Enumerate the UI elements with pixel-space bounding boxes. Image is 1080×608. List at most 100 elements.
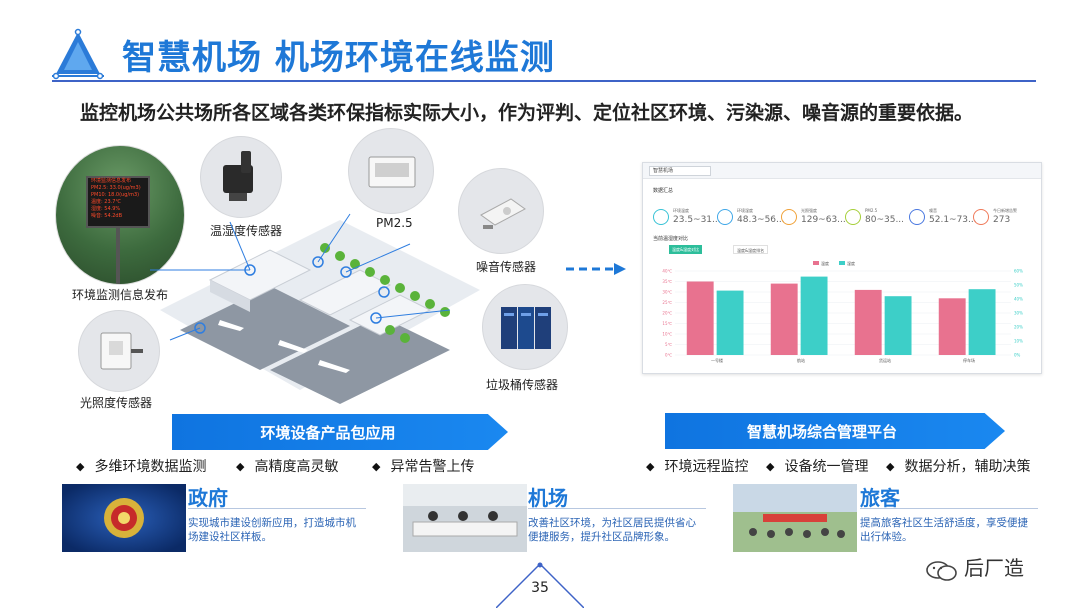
info-board-photo: 环境监测信息发布 PM2.5: 33.0(ug/m3) PM10: 18.0(u… <box>55 145 185 285</box>
y-tick-right: 30% <box>1014 311 1023 316</box>
stat-value: 129~63... <box>801 215 846 225</box>
y-tick-left: 0℃ <box>665 353 673 358</box>
board-line: PM2.5: 33.0(ug/m3) <box>91 185 141 191</box>
bar <box>938 298 966 355</box>
legend-label: 温度 <box>821 260 829 266</box>
bar <box>854 289 882 355</box>
y-tick-right: 20% <box>1014 325 1023 330</box>
stat-card: PM2.5 80~35... <box>845 203 905 237</box>
card-divider <box>860 508 1038 509</box>
card-title-travellers: 旅客 <box>860 486 900 510</box>
alarm-icon <box>973 209 989 225</box>
airport-isometric-illustration <box>150 213 480 404</box>
y-tick-right: 10% <box>1014 339 1023 344</box>
y-tick-left: 25℃ <box>662 300 672 305</box>
y-tick-right: 0% <box>1014 353 1021 358</box>
page-number-triangle-icon <box>496 562 584 608</box>
temp-humidity-label: 温湿度传感器 <box>210 224 283 238</box>
trash-bin-sensor-image <box>482 284 568 370</box>
sensor-box-icon <box>480 198 526 229</box>
bullet-item: ◆多维环境数据监测 <box>76 459 207 475</box>
bullet-item: ◆高精度高灵敏 <box>236 459 339 475</box>
stat-card: 环境湿度 48.3~56... <box>717 203 785 237</box>
board-label: 环境监测信息发布 <box>72 288 169 302</box>
y-tick-right: 60% <box>1014 269 1023 274</box>
bar <box>968 289 996 355</box>
stat-value: 48.3~56... <box>737 215 785 225</box>
trend-heading: 当前温湿度对比 <box>653 236 689 242</box>
flow-arrow-icon <box>566 263 626 275</box>
stat-name: PM2.5 <box>865 208 878 213</box>
x-tick-label: 航站 <box>797 357 805 363</box>
diamond-icon: ◆ <box>766 460 775 473</box>
noise-label: 噪音传感器 <box>476 260 537 274</box>
tab-compare[interactable]: 温度&湿度对比 <box>669 245 703 254</box>
summary-stats: 环境温度 23.5~31... 环境湿度 48.3~56... 光照强度 129… <box>653 203 1035 237</box>
page-number: 35 <box>531 580 549 596</box>
legend-swatch <box>839 261 845 265</box>
y-tick-left: 5℃ <box>665 342 673 347</box>
pm25-label: PM2.5 <box>376 216 413 230</box>
bar <box>686 281 714 355</box>
stat-value: 52.1~73... <box>929 215 977 225</box>
card-title-airport: 机场 <box>528 486 568 510</box>
travellers-photo <box>733 484 857 552</box>
noise-sensor-image <box>458 168 544 254</box>
ribbon-product-package: 环境设备产品包应用 <box>172 414 508 450</box>
platform-dashboard: 智慧机场 数据汇总 环境温度 23.5~31... 环境湿度 48.3~56..… <box>642 162 1042 374</box>
page-subtitle: 监控机场公共场所各区域各类环保指标实际大小，作为评判、定位社区环境、污染源、噪音… <box>80 102 974 124</box>
stat-name: 今日新增告警 <box>993 208 1017 213</box>
stat-name: 环境温度 <box>673 208 689 213</box>
y-tick-right: 40% <box>1014 297 1023 302</box>
card-text-airport: 改善社区环境，为社区居民提供省心便捷服务，提升社区品牌形象。 <box>528 517 696 543</box>
pm25-sensor-image <box>348 128 434 214</box>
trash-bins-icon <box>501 307 551 349</box>
stat-name: 光照强度 <box>801 208 817 213</box>
x-tick-label: 货运站 <box>879 357 891 363</box>
airport-service-photo <box>403 484 527 552</box>
y-tick-left: 30℃ <box>662 290 672 295</box>
y-tick-left: 35℃ <box>662 279 672 284</box>
board-line: PM10: 18.0(ug/m3) <box>91 192 140 198</box>
watermark-text: 后厂造 <box>964 556 1024 580</box>
logo-triangle-icon <box>52 28 104 80</box>
board-line: 环境监测信息发布 <box>91 178 132 184</box>
sun-icon <box>781 209 797 225</box>
light-label: 光照度传感器 <box>80 396 153 410</box>
card-divider <box>188 508 366 509</box>
site-select[interactable]: 智慧机场 <box>649 166 711 176</box>
stat-value: 80~35... <box>865 215 905 225</box>
sensor-box-icon <box>100 332 143 370</box>
diamond-icon: ◆ <box>886 460 895 473</box>
ribbon-platform: 智慧机场综合管理平台 <box>665 413 1005 449</box>
tab-rank[interactable]: 温度&湿度排名 <box>733 245 769 254</box>
bullet-item: ◆数据分析，辅助决策 <box>886 459 1031 475</box>
title-divider <box>52 80 1036 82</box>
bar <box>716 290 744 355</box>
board-screen: 环境监测信息发布 PM2.5: 33.0(ug/m3) PM10: 18.0(u… <box>86 176 150 228</box>
trash-bin-label: 垃圾桶传感器 <box>486 378 559 392</box>
x-tick-label: 停车场 <box>963 357 975 363</box>
card-title-government: 政府 <box>188 486 228 510</box>
y-tick-left: 10℃ <box>662 332 672 337</box>
bar <box>884 296 912 355</box>
y-tick-right: 50% <box>1014 283 1023 288</box>
card-divider <box>528 508 706 509</box>
diamond-icon: ◆ <box>76 460 85 473</box>
stat-name: 噪音 <box>929 208 937 213</box>
diamond-icon: ◆ <box>372 460 381 473</box>
thermometer-icon <box>653 209 669 225</box>
summary-heading: 数据汇总 <box>653 188 674 194</box>
pm-icon <box>845 209 861 225</box>
noise-icon <box>909 209 925 225</box>
stat-name: 环境湿度 <box>737 208 753 213</box>
page-title: 智慧机场 机场环境在线监测 <box>122 38 555 78</box>
light-sensor-image <box>78 310 160 392</box>
legend-swatch <box>813 261 819 265</box>
wechat-icon <box>926 560 958 581</box>
stat-card: 今日新增告警 273 <box>973 203 1031 237</box>
bar <box>800 276 828 355</box>
diamond-icon: ◆ <box>646 460 655 473</box>
bullet-item: ◆设备统一管理 <box>766 459 869 475</box>
board-line: 噪音: 54.2dB <box>91 213 123 219</box>
